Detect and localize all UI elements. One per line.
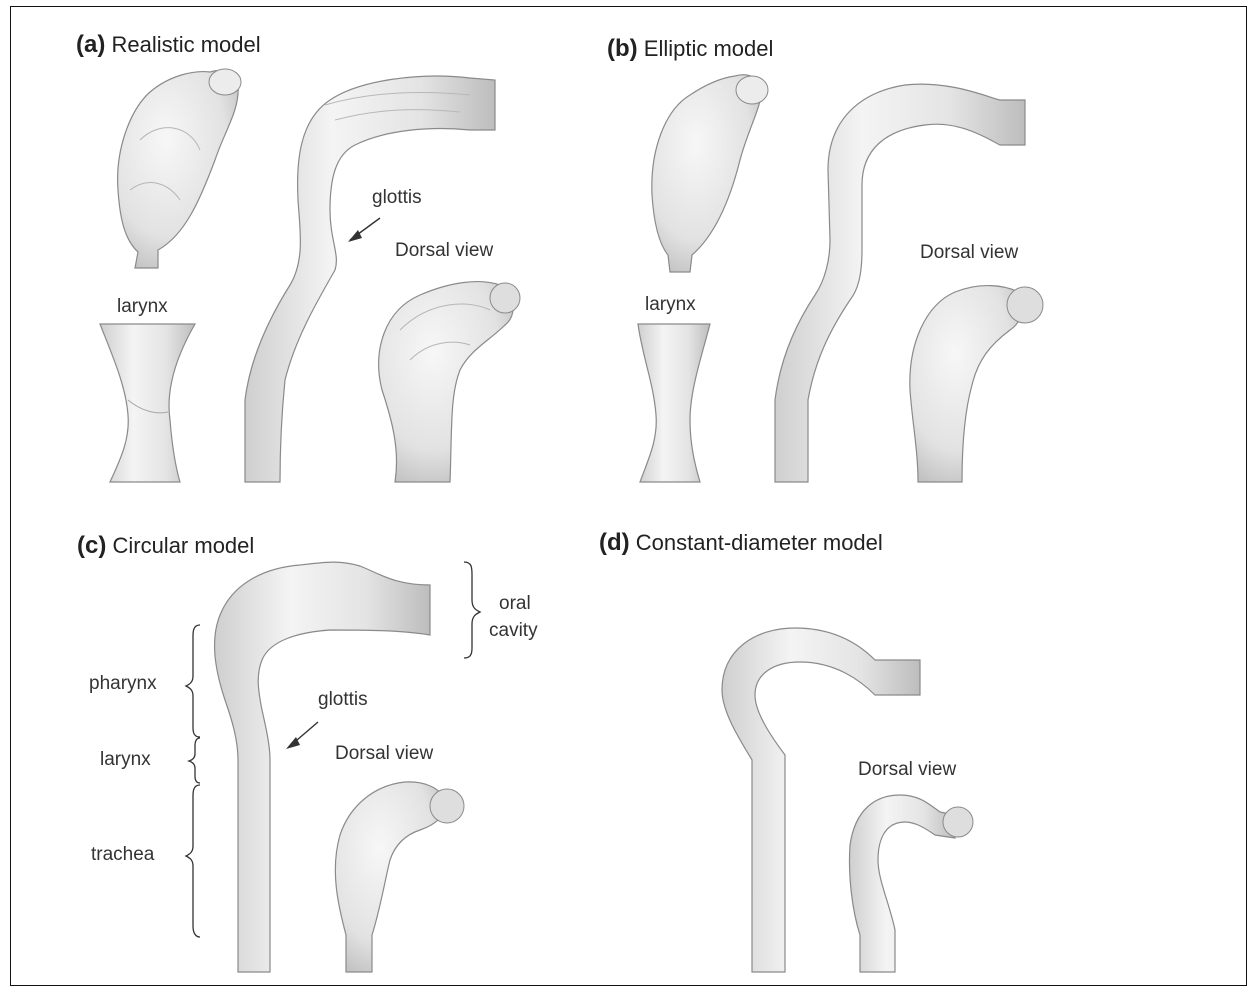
panel-c-trachea-brace <box>186 785 200 937</box>
panel-b-letter: (b) <box>607 35 638 62</box>
panel-d-title-text: Constant-diameter model <box>636 530 883 555</box>
panel-c-cavity-label: cavity <box>489 621 538 640</box>
panel-c-trachea-label: trachea <box>91 845 154 864</box>
panel-c-title-text: Circular model <box>112 533 254 558</box>
panel-a-title-text: Realistic model <box>111 32 260 57</box>
panel-a-larynx-closeup-bottom <box>100 324 195 482</box>
panel-a-airway <box>245 76 495 482</box>
panel-c-pharynx-label: pharynx <box>89 674 157 693</box>
panel-c-oral-cavity-brace <box>464 562 480 658</box>
panel-d-constant-diameter-model <box>722 628 973 972</box>
panel-c-larynx-brace <box>189 738 200 783</box>
panel-a-dorsal-view <box>379 282 513 482</box>
panel-a-closeup-opening <box>209 69 241 95</box>
panel-a-larynx-label: larynx <box>117 297 168 316</box>
panel-c-glottis-label: glottis <box>318 690 368 709</box>
panel-b-larynx-closeup-bottom <box>638 324 710 482</box>
panel-b-larynx-label: larynx <box>645 295 696 314</box>
panel-b-dorsal-view <box>910 286 1023 482</box>
panel-a-letter: (a) <box>76 31 105 58</box>
panel-b-title-text: Elliptic model <box>644 36 774 61</box>
panel-c-dorsal-label: Dorsal view <box>335 744 433 763</box>
panel-a-dorsal-label: Dorsal view <box>395 241 493 260</box>
panel-a-realistic-model <box>100 69 520 482</box>
panel-b-airway <box>775 84 1025 482</box>
panel-a-glottis-label: glottis <box>372 188 422 207</box>
panel-d-letter: (d) <box>599 529 630 556</box>
panel-c-title: (c) Circular model <box>77 534 254 558</box>
panel-b-title: (b) Elliptic model <box>607 37 773 61</box>
panel-c-letter: (c) <box>77 532 106 559</box>
panel-a-title: (a) Realistic model <box>76 33 261 57</box>
panel-c-dorsal-view <box>335 782 445 972</box>
panel-d-dorsal-view <box>849 795 955 972</box>
panel-c-pharynx-brace <box>186 625 200 737</box>
panel-c-airway <box>215 562 430 972</box>
panel-c-circular-model <box>186 562 480 972</box>
panel-b-larynx-closeup-top <box>652 75 762 272</box>
panel-d-title: (d) Constant-diameter model <box>599 531 883 555</box>
panel-d-dorsal-label: Dorsal view <box>858 760 956 779</box>
panel-b-dorsal-label: Dorsal view <box>920 243 1018 262</box>
panel-c-oral-label: oral <box>499 594 531 613</box>
panel-b-elliptic-model <box>638 75 1043 482</box>
panel-a-larynx-closeup-top <box>118 71 239 268</box>
panel-c-larynx-label: larynx <box>100 750 151 769</box>
